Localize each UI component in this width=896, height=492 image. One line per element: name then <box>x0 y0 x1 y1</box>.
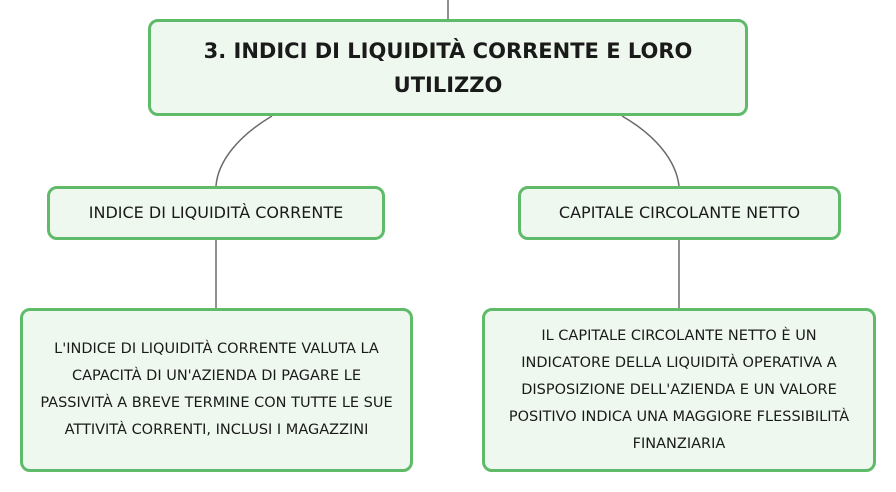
connector-root-to-branch-left <box>215 115 273 187</box>
leaf-node-text: IL CAPITALE CIRCOLANTE NETTO È UN INDICA… <box>508 327 850 452</box>
leaf-node-text: L'INDICE DI LIQUIDITÀ CORRENTE VALUTA LA… <box>40 341 393 438</box>
branch-node-label: CAPITALE CIRCOLANTE NETTO <box>558 203 801 222</box>
root-node-label: 3. INDICI DI LIQUIDITÀ CORRENTE E LORO U… <box>203 38 693 97</box>
root-node[interactable]: 3. INDICI DI LIQUIDITÀ CORRENTE E LORO U… <box>148 19 748 116</box>
branch-node-label: INDICE DI LIQUIDITÀ CORRENTE <box>88 203 344 222</box>
branch-node-indice-liquidita[interactable]: INDICE DI LIQUIDITÀ CORRENTE <box>47 186 385 240</box>
leaf-node-indice-liquidita-detail[interactable]: L'INDICE DI LIQUIDITÀ CORRENTE VALUTA LA… <box>20 308 413 472</box>
branch-node-capitale-circolante[interactable]: CAPITALE CIRCOLANTE NETTO <box>518 186 841 240</box>
leaf-node-capitale-circolante-detail[interactable]: IL CAPITALE CIRCOLANTE NETTO È UN INDICA… <box>482 308 876 472</box>
connector-root-to-branch-right <box>621 115 680 187</box>
